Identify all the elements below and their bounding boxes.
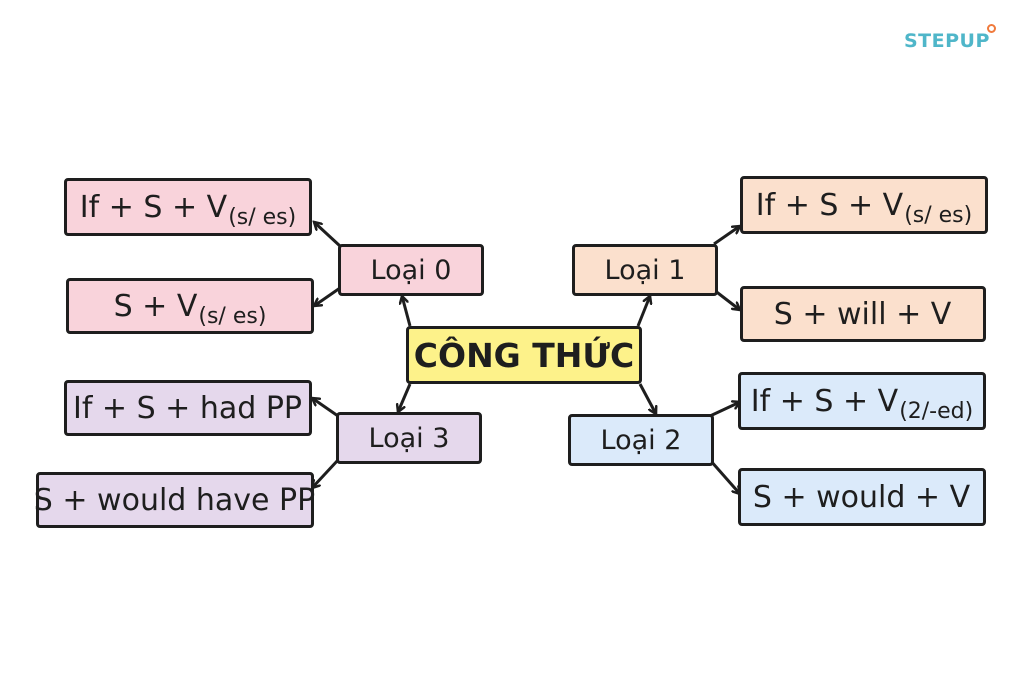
arrow-type2-f2 — [708, 459, 740, 494]
arrow-center-type2 — [638, 383, 656, 414]
type2-label: Loại 2 — [600, 424, 682, 456]
type1-label: Loại 1 — [604, 254, 686, 286]
type1-node: Loại 1 — [572, 244, 718, 296]
arrow-type3-f2 — [312, 458, 340, 488]
arrow-type1-f2 — [713, 288, 740, 310]
arrow-type2-f1 — [709, 402, 740, 418]
type0-formula-if: If + S + V(s/ es) — [64, 178, 312, 236]
arrow-type3-f1 — [312, 398, 339, 418]
type2-formula-main: S + would + V — [738, 468, 986, 526]
type2-node: Loại 2 — [568, 414, 714, 466]
arrow-center-type0 — [402, 296, 412, 327]
arrow-type0-f1 — [314, 222, 342, 248]
type0-node: Loại 0 — [338, 244, 484, 296]
type0-label: Loại 0 — [370, 254, 452, 286]
logo-ring-icon — [987, 24, 996, 33]
center-node: CÔNG THỨC — [406, 326, 642, 384]
logo-text: STEPUP — [904, 30, 990, 52]
arrow-center-type1 — [636, 296, 650, 327]
type2-formula-if: If + S + V(2/-ed) — [738, 372, 986, 430]
type0-formula-main: S + V(s/ es) — [66, 278, 314, 334]
arrow-type1-f1 — [713, 226, 740, 246]
type1-formula-if: If + S + V(s/ es) — [740, 176, 988, 234]
stepup-logo: STEPUP — [904, 30, 990, 52]
type3-node: Loại 3 — [336, 412, 482, 464]
type3-formula-if: If + S + had PP — [64, 380, 312, 436]
arrow-center-type3 — [398, 383, 412, 412]
type1-formula-main: S + will + V — [740, 286, 986, 342]
center-label: CÔNG THỨC — [413, 335, 635, 375]
arrow-type0-f2 — [314, 286, 341, 306]
type3-formula-main: S + would have PP — [34, 472, 315, 528]
type3-label: Loại 3 — [368, 422, 450, 454]
